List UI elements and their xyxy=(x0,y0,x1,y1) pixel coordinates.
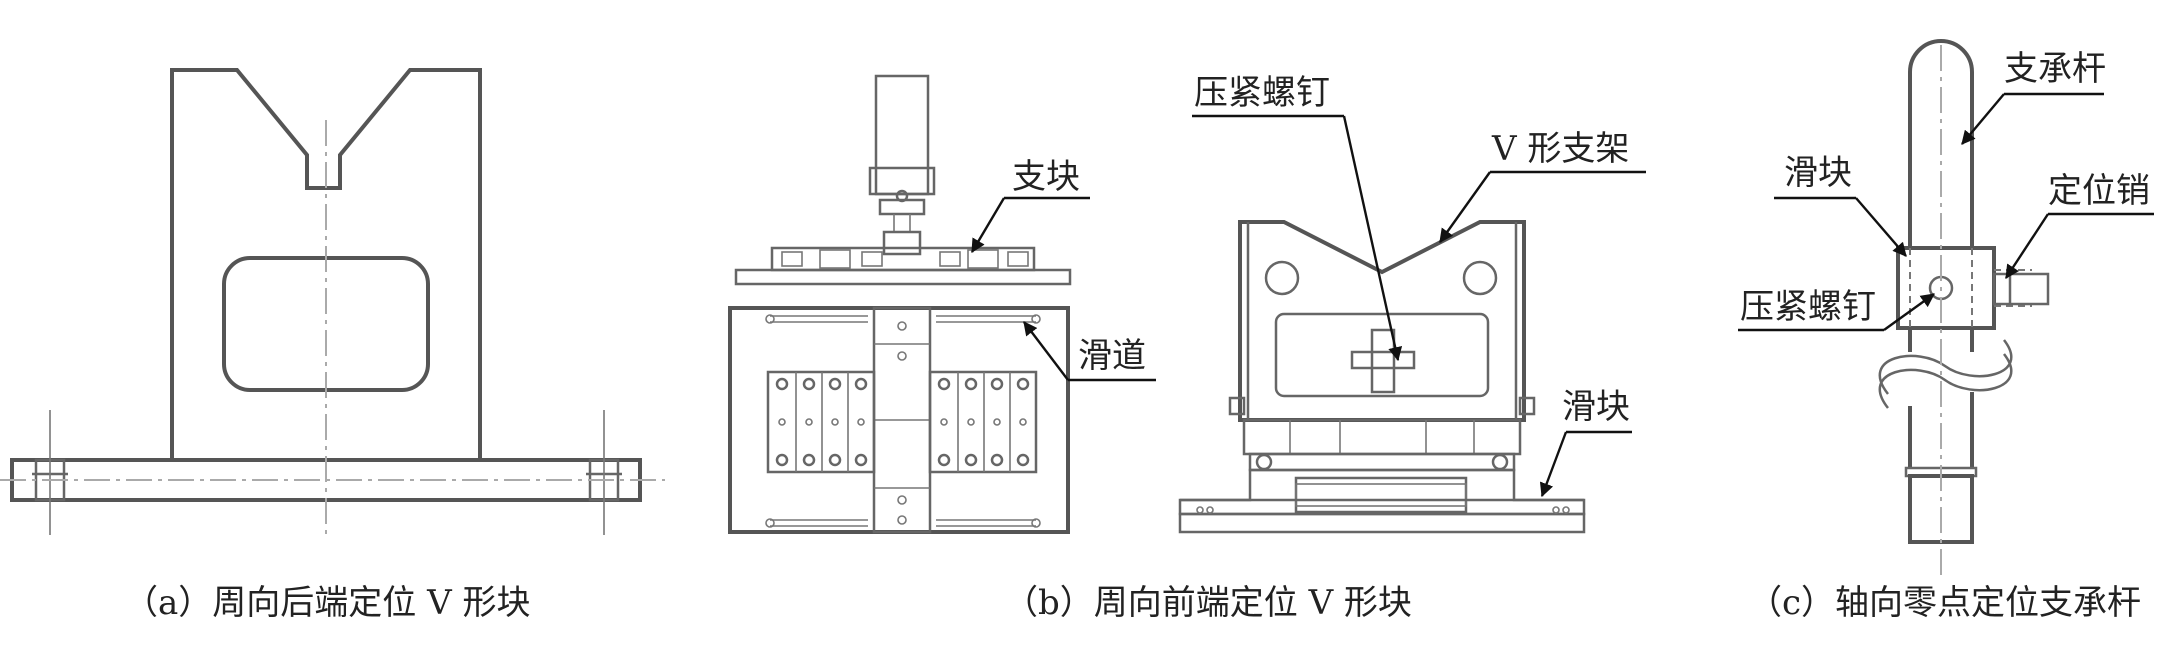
panel-b-v-frame-body xyxy=(1238,220,1526,422)
panel-b-clamp-grid-left xyxy=(766,370,876,474)
panel-b-cylinder xyxy=(874,74,930,196)
panel-c-label-clamp-screw: 压紧螺钉 xyxy=(1738,287,1935,332)
label-clamp-screw-c: 压紧螺钉 xyxy=(1740,287,1876,327)
label-clamp-screw: 压紧螺钉 xyxy=(1194,73,1330,113)
label-slide-rail: 滑道 xyxy=(1078,336,1146,376)
arrow-head-icon xyxy=(1342,115,1403,362)
panel-b-label-slide-block: 滑块 xyxy=(1539,387,1632,498)
label-slide-block: 滑块 xyxy=(1562,387,1630,427)
label-support-block: 支块 xyxy=(1012,157,1080,197)
panel-c-label-slide-block: 滑块 xyxy=(1774,153,1907,257)
label-locating-pin: 定位销 xyxy=(2048,171,2150,211)
panel-b-slide-block xyxy=(1180,468,1584,502)
label-slide-block-c: 滑块 xyxy=(1784,153,1852,193)
panel-b-support-row xyxy=(770,246,1036,272)
panel-b-slide-drawing xyxy=(728,74,1072,534)
panel-c-locating-pin xyxy=(1992,272,2050,306)
panel-b-clamp-grid-right xyxy=(928,370,1038,474)
panel-c-support-rod-top xyxy=(1908,39,1974,248)
caption-b: （b）周向前端定位 V 形块 xyxy=(1004,583,1412,623)
panel-b-v-frame-drawing xyxy=(1178,220,1586,534)
caption-a: （a）周向后端定位 V 形块 xyxy=(124,583,530,623)
arrow-head-icon xyxy=(2004,213,2050,279)
arrow-head-icon xyxy=(1023,321,1069,381)
panel-b-rail-top xyxy=(734,268,1072,286)
arrow-head-icon xyxy=(1961,93,2005,145)
arrow-head-icon xyxy=(1439,171,1491,243)
arrow-head-icon xyxy=(1855,197,1907,257)
panel-a-v-block-body xyxy=(170,68,482,462)
panel-c-drawing xyxy=(1878,39,2050,580)
panel-b-label-support-block: 支块 xyxy=(970,157,1090,254)
panel-b-label-clamp-screw: 压紧螺钉 xyxy=(1192,73,1403,362)
panel-c-label-locating-pin: 定位销 xyxy=(2004,171,2154,279)
panel-b-label-slide-rail: 滑道 xyxy=(1023,321,1156,382)
label-v-frame: V 形支架 xyxy=(1491,129,1629,169)
panel-a-drawing xyxy=(0,68,665,540)
panel-b-label-v-frame: V 形支架 xyxy=(1439,129,1646,243)
panel-b-frame-window xyxy=(1274,312,1490,398)
panel-c-label-support-rod: 支承杆 xyxy=(1961,49,2106,145)
arrow-head-icon xyxy=(970,197,1006,254)
panel-b-frame-hole-right xyxy=(1462,260,1498,296)
panel-b-frame-hole-left xyxy=(1264,260,1300,296)
arrow-head-icon xyxy=(1539,431,1568,498)
label-support-rod: 支承杆 xyxy=(2004,49,2106,89)
panel-c-slide-block xyxy=(1896,246,1996,330)
caption-c: （c）轴向零点定位支承杆 xyxy=(1748,583,2141,623)
arrow-head-icon xyxy=(1883,293,1935,331)
